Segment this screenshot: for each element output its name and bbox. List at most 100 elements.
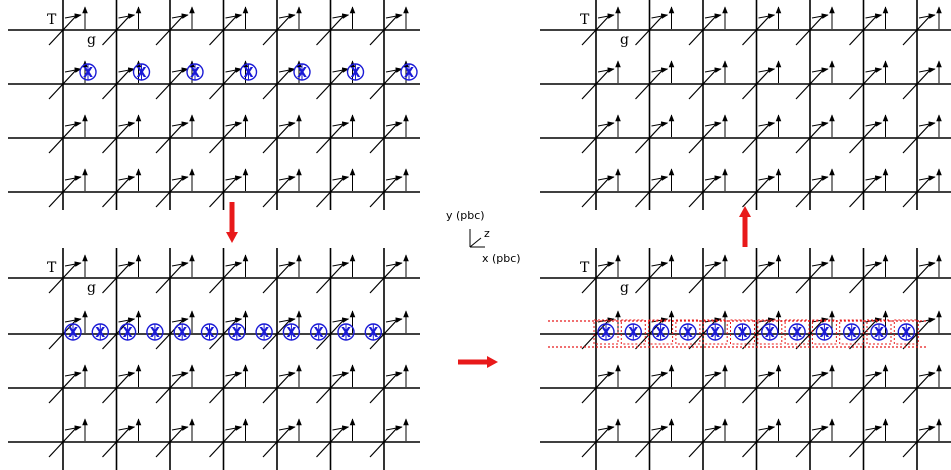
operator-label: X (819, 326, 829, 341)
diagonal-leg (316, 426, 345, 458)
operator-dashed-box (648, 319, 674, 345)
diagonal-leg (581, 14, 611, 46)
x-arrow (118, 371, 136, 377)
diagonal-leg (688, 122, 718, 154)
pauli-x-operator: X (293, 63, 311, 81)
pauli-x-operator: X (815, 323, 834, 341)
x-arrow (811, 67, 829, 73)
operator-label: X (350, 66, 360, 81)
x-arrow (704, 121, 722, 127)
x-arrow (651, 175, 669, 181)
x-arrow (225, 371, 243, 377)
diagonal-leg (849, 122, 878, 154)
operator-dashed-box (593, 319, 619, 345)
diagonal-leg (316, 372, 345, 404)
pauli-x-operator: X (346, 63, 365, 81)
diagonal-leg (209, 262, 238, 294)
x-arrow (278, 371, 296, 377)
pauli-x-operator: X (761, 323, 779, 341)
pauli-x-operator: X (64, 323, 82, 341)
operator-label: X (68, 326, 78, 341)
pauli-x-operator: X (843, 323, 861, 341)
diagonal-leg (635, 372, 664, 404)
x-arrow (811, 121, 829, 127)
x-arrow (865, 67, 883, 73)
operator-dashed-box (730, 319, 755, 345)
diagonal-leg (688, 372, 718, 404)
pauli-x-operator: X (597, 323, 615, 341)
pauli-x-operator: X (186, 63, 204, 81)
operator-label: X (847, 326, 857, 341)
x-arrow (918, 121, 936, 127)
diagonal-leg (742, 262, 771, 294)
x-arrow (278, 317, 296, 323)
x-arrow (64, 13, 82, 19)
x-arrow (332, 371, 350, 377)
diagonal-leg (742, 68, 771, 100)
operator-label: X (150, 326, 160, 341)
diagonal-leg (48, 372, 78, 404)
diagonal-leg (369, 176, 399, 208)
operator-label: X (765, 326, 775, 341)
operator-dashed-box (620, 319, 646, 345)
x-arrow (865, 121, 883, 127)
operator-label: X (656, 326, 666, 341)
x-arrow (811, 261, 829, 267)
diagonal-leg (262, 176, 292, 208)
x-arrow (811, 425, 829, 431)
pauli-x-operator: X (282, 323, 301, 341)
diagonal-leg (688, 176, 718, 208)
diagonal-leg (849, 426, 878, 458)
operator-label: X (243, 66, 253, 81)
transition-arrow-right (458, 356, 498, 368)
x-arrow (597, 175, 615, 181)
x-arrow (865, 13, 883, 19)
operator-label: X (297, 66, 307, 81)
axes-indicator: y (pbc) z x (pbc) (446, 209, 521, 265)
diagonal-leg (155, 372, 185, 404)
gauge-label: g (87, 32, 96, 48)
operator-label: X (368, 326, 378, 341)
x-arrow (811, 175, 829, 181)
diagonal-leg (902, 426, 932, 458)
x-arrow (865, 425, 883, 431)
diagonal-leg (742, 176, 771, 208)
x-arrow (278, 261, 296, 267)
operator-label: X (628, 326, 638, 341)
diagonal-leg (262, 14, 292, 46)
x-arrow (918, 13, 936, 19)
diagonal-leg (262, 318, 292, 350)
diagonal-leg (209, 14, 238, 46)
x-arrow (597, 67, 615, 73)
x-arrow (651, 13, 669, 19)
operator-label: X (95, 326, 105, 341)
x-arrow (171, 175, 189, 181)
pauli-x-operator: X (364, 323, 382, 341)
diagonal-leg (849, 176, 878, 208)
x-arrow (278, 121, 296, 127)
pauli-x-operator: X (146, 323, 164, 341)
x-arrow (332, 317, 350, 323)
operator-dashed-box (702, 319, 728, 345)
diagonal-leg (635, 68, 664, 100)
pauli-x-operator: X (706, 323, 724, 341)
pauli-x-operator: X (310, 323, 328, 341)
operator-label: X (136, 66, 146, 81)
diagonal-leg (742, 372, 771, 404)
operator-dashed-box (757, 319, 783, 345)
operator-label: X (190, 66, 200, 81)
x-arrow (118, 121, 136, 127)
diagonal-leg (209, 318, 238, 350)
diagonal-leg (262, 262, 292, 294)
diagonal-leg (902, 122, 932, 154)
x-arrow (651, 261, 669, 267)
diagonal-leg (902, 14, 932, 46)
diagonal-leg (688, 262, 718, 294)
diagonal-leg (688, 14, 718, 46)
x-arrow (758, 121, 776, 127)
diagonal-leg (209, 68, 238, 100)
x-arrow (171, 13, 189, 19)
diagonal-leg (316, 68, 345, 100)
